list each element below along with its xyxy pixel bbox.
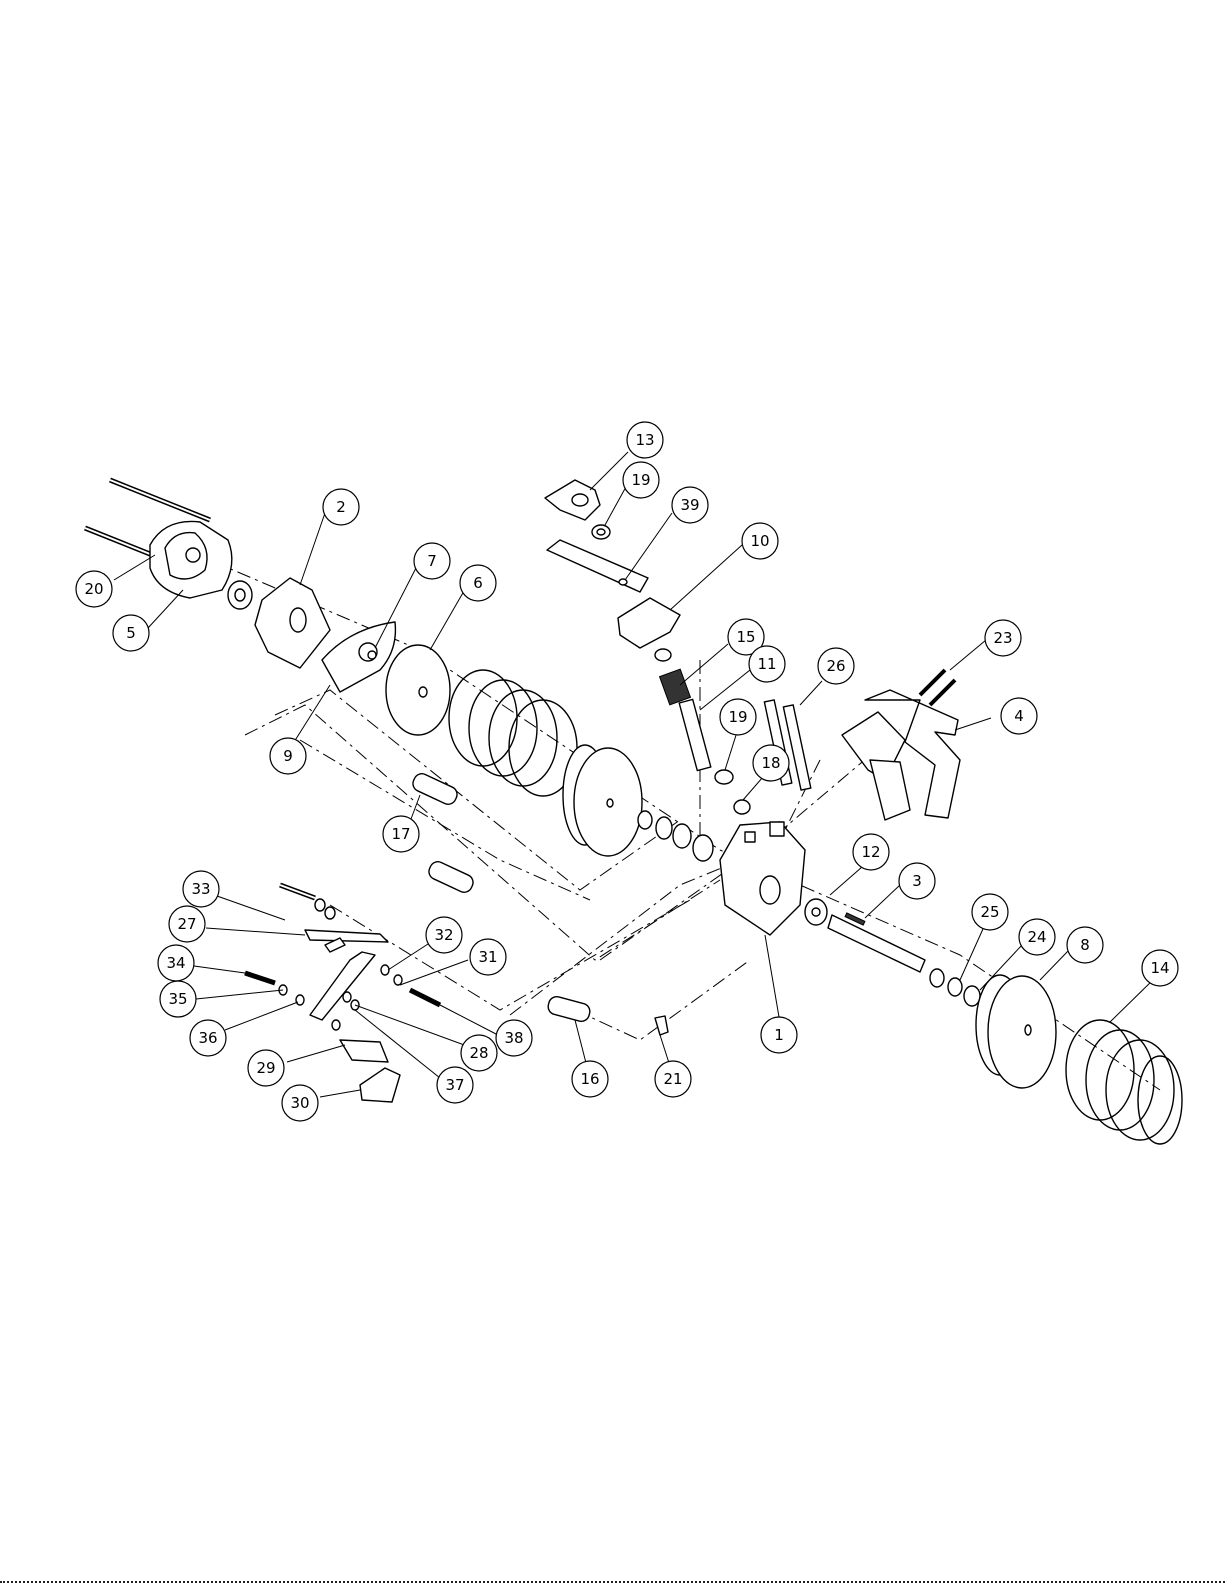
svg-text:26: 26	[826, 657, 845, 675]
callout-13: 13	[627, 422, 663, 458]
svg-text:30: 30	[290, 1094, 309, 1112]
svg-text:36: 36	[198, 1029, 217, 1047]
svg-text:35: 35	[168, 990, 187, 1008]
callout-35: 35	[160, 981, 196, 1017]
callout-29: 29	[248, 1050, 284, 1086]
callout-30: 30	[282, 1085, 318, 1121]
svg-text:11: 11	[757, 655, 776, 673]
svg-text:38: 38	[504, 1029, 523, 1047]
callout-20: 20	[76, 571, 112, 607]
svg-text:39: 39	[680, 496, 699, 514]
callout-7: 7	[414, 543, 450, 579]
svg-text:21: 21	[663, 1070, 682, 1088]
callout-14: 14	[1142, 950, 1178, 986]
svg-text:1: 1	[774, 1026, 784, 1044]
svg-text:34: 34	[166, 954, 185, 972]
callout-19-lower: 19	[720, 699, 756, 735]
svg-text:12: 12	[861, 843, 880, 861]
svg-text:27: 27	[177, 915, 196, 933]
svg-text:20: 20	[84, 580, 103, 598]
callout-16: 16	[572, 1061, 608, 1097]
callout-2: 2	[323, 489, 359, 525]
svg-text:24: 24	[1027, 928, 1046, 946]
callout-1: 1	[761, 1017, 797, 1053]
svg-text:31: 31	[478, 948, 497, 966]
svg-text:19: 19	[631, 471, 650, 489]
svg-text:25: 25	[980, 903, 999, 921]
callout-5: 5	[113, 615, 149, 651]
callout-21: 21	[655, 1061, 691, 1097]
callout-24: 24	[1019, 919, 1055, 955]
callout-18: 18	[753, 745, 789, 781]
callout-9: 9	[270, 738, 306, 774]
callout-6: 6	[460, 565, 496, 601]
svg-text:18: 18	[761, 754, 780, 772]
callout-32: 32	[426, 917, 462, 953]
svg-text:13: 13	[635, 431, 654, 449]
svg-text:37: 37	[445, 1076, 464, 1094]
callout-11: 11	[749, 646, 785, 682]
callout-8: 8	[1067, 927, 1103, 963]
svg-text:17: 17	[391, 825, 410, 843]
callout-12: 12	[853, 834, 889, 870]
svg-text:5: 5	[126, 624, 136, 642]
callout-37: 37	[437, 1067, 473, 1103]
svg-text:32: 32	[434, 926, 453, 944]
callout-39: 39	[672, 487, 708, 523]
svg-text:14: 14	[1150, 959, 1169, 977]
callout-3: 3	[899, 863, 935, 899]
svg-text:10: 10	[750, 532, 769, 550]
callout-17: 17	[383, 816, 419, 852]
svg-text:28: 28	[469, 1044, 488, 1062]
svg-text:2: 2	[336, 498, 346, 516]
svg-text:33: 33	[191, 880, 210, 898]
svg-text:23: 23	[993, 629, 1012, 647]
svg-text:15: 15	[736, 628, 755, 646]
callout-19-upper: 19	[623, 462, 659, 498]
callout-25: 25	[972, 894, 1008, 930]
sheet-bottom-border	[0, 1581, 1225, 1583]
callout-23: 23	[985, 620, 1021, 656]
callout-27: 27	[169, 906, 205, 942]
callout-10: 10	[742, 523, 778, 559]
svg-text:4: 4	[1014, 707, 1024, 725]
callout-28: 28	[461, 1035, 497, 1071]
callout-38: 38	[496, 1020, 532, 1056]
callout-36: 36	[190, 1020, 226, 1056]
callout-33: 33	[183, 871, 219, 907]
svg-text:16: 16	[580, 1070, 599, 1088]
svg-text:8: 8	[1080, 936, 1090, 954]
callout-31: 31	[470, 939, 506, 975]
svg-text:6: 6	[473, 574, 483, 592]
svg-text:29: 29	[256, 1059, 275, 1077]
callout-34: 34	[158, 945, 194, 981]
callout-4: 4	[1001, 698, 1037, 734]
svg-text:7: 7	[427, 552, 437, 570]
svg-text:19: 19	[728, 708, 747, 726]
svg-text:3: 3	[912, 872, 922, 890]
callout-26: 26	[818, 648, 854, 684]
parts	[85, 480, 1182, 1144]
svg-text:9: 9	[283, 747, 293, 765]
